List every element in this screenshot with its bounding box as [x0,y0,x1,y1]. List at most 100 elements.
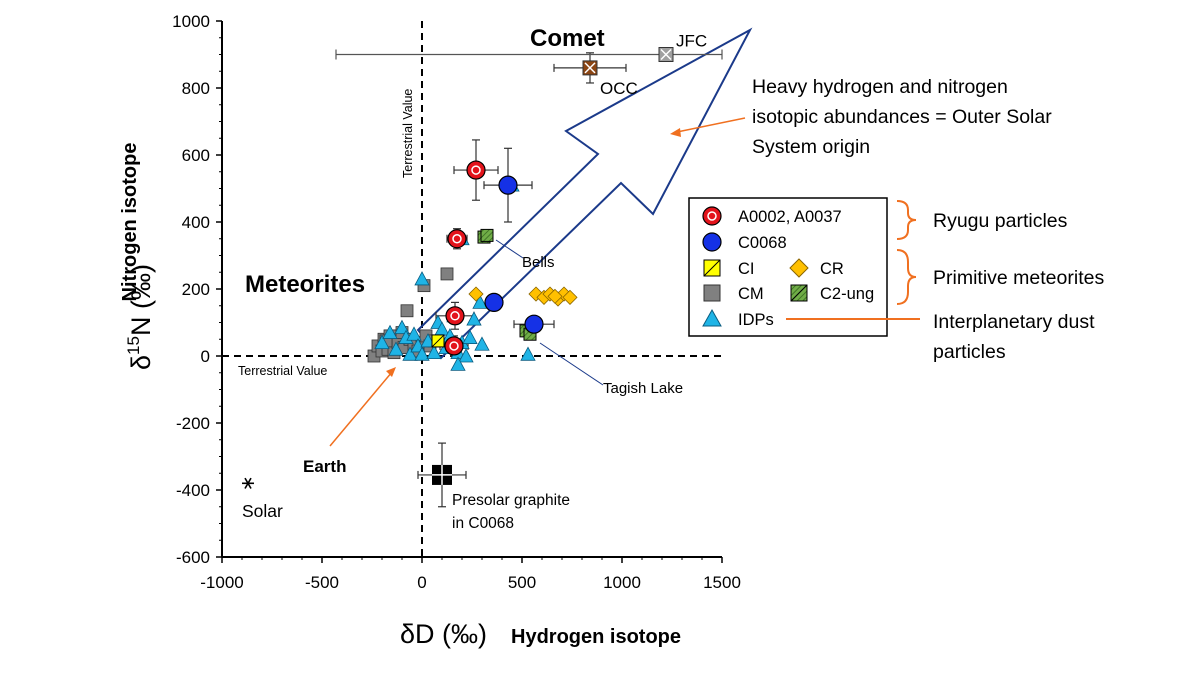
a0002-a0037-point-ring [449,341,459,351]
outer-solar-arrow [416,27,753,360]
legend-item-a0002-a0037: A0002, A0037 [702,206,842,226]
x-tick-label: 1000 [603,573,641,592]
legend-marker [702,232,722,252]
legend-marker-diag [790,284,808,302]
y-tick-label: 200 [182,280,210,299]
idps-point [466,311,482,326]
cr-point-shape [468,286,484,302]
occ-point [582,60,598,76]
comet-label: Comet [530,25,605,52]
primitive-brace [896,249,917,305]
ryugu-brace [896,200,917,240]
idps-point-shape [382,324,398,339]
earth-arrow-head [386,367,396,377]
legend-marker-diag [703,259,721,277]
a0002-a0037-point-outer [466,160,486,180]
x-axis-symbol: δD (‰) [400,619,487,649]
y-axis-title: Nitrogen isotope [119,143,141,302]
legend-item-c0068: C0068 [702,232,787,252]
occ-point-x2 [584,62,596,74]
annotations: JFC OCC Presolar graphite in C0068 Solar [242,32,746,532]
y-tick-label: -600 [176,548,210,567]
idps-point-shape [406,326,422,341]
presolar-label-line-1: Presolar graphite [452,492,570,509]
y-tick-label: 1000 [172,12,210,31]
a0002-a0037-point [445,306,465,326]
meteorites-label: Meteorites [245,271,365,298]
legend-label: CI [738,260,755,278]
idps-point-shape [374,334,390,349]
ryugu-particles-label: Ryugu particles [933,210,1068,232]
cm-point [400,304,414,318]
legend-label: CR [820,260,844,278]
a0002-a0037-point [466,160,486,180]
idps-point-shape [426,344,442,360]
idps-point-shape [462,329,478,344]
idps-point [414,271,430,286]
y-tick-label: 600 [182,146,210,165]
note-arrow-line [676,117,746,133]
jfc-point-x2 [660,48,672,61]
x-tick-label: 1500 [703,573,741,592]
jfc-label: JFC [676,32,707,51]
solar-label: Solar [242,501,283,521]
idps-point [450,356,466,371]
arrow-note-line-2: isotopic abundances = Outer Solar [752,106,1052,128]
legend-label: C2-ung [820,285,874,303]
arrow-note-line-1: Heavy hydrogen and nitrogen [752,76,1008,98]
cr-point [562,289,578,305]
x-tick-label: -500 [305,573,339,592]
y-tick-label: 0 [201,347,210,366]
occ-label: OCC [600,79,638,98]
presolar-graphite-point [432,464,452,485]
data-points [367,160,578,371]
c0068-point-dot [484,292,504,312]
jfc-point [658,47,674,62]
idps-point-shape [472,294,488,309]
legend-frame [688,197,888,337]
c2-ung-point [480,228,494,242]
x-tick-label: 500 [508,573,536,592]
legend-label: C0068 [738,234,787,252]
idp-note-line-1: Interplanetary dust [933,311,1095,333]
x-tick-label: -1000 [200,573,243,592]
tagish-connector-line [539,342,604,386]
legend-marker [702,206,722,226]
idp-note-line-2: particles [933,341,1006,363]
legend-item-ci: CI [703,259,755,278]
legend-item-cr: CR [789,258,844,278]
a0002-a0037-point-outer [444,336,464,356]
legend-item-cm: CM [703,284,764,303]
idps-point [474,336,490,351]
legend-marker [702,308,722,327]
bells-label: Bells [522,254,555,271]
cr-point-shape [562,289,578,305]
c0068-point [524,314,544,334]
idps-point [462,329,478,344]
idps-point-shape [474,336,490,351]
idps-point [382,324,398,339]
idps-point-shape [402,346,418,361]
idps-point [426,344,442,360]
legend-marker [703,284,721,302]
idps-point-shape [458,348,474,363]
legend-item-idps: IDPs [702,308,774,329]
y-tick-label: -400 [176,481,210,500]
bells-connector-line [495,239,524,259]
ci-point-diag [431,334,445,348]
idps-point [406,326,422,341]
cm-point-shape [400,304,414,318]
arrow-note-line-3: System origin [752,136,870,158]
c0068-point-dot [524,314,544,334]
presolar-label-line-2: in C0068 [452,515,514,532]
a0002-a0037-point [447,229,467,249]
idps-point-shape [388,341,404,356]
c0068-point [498,175,518,195]
legend-label: IDPs [738,311,774,329]
idps-point-shape [520,346,536,361]
ci-point [431,334,445,348]
c0068-point [484,292,504,312]
idps-point [458,348,474,363]
